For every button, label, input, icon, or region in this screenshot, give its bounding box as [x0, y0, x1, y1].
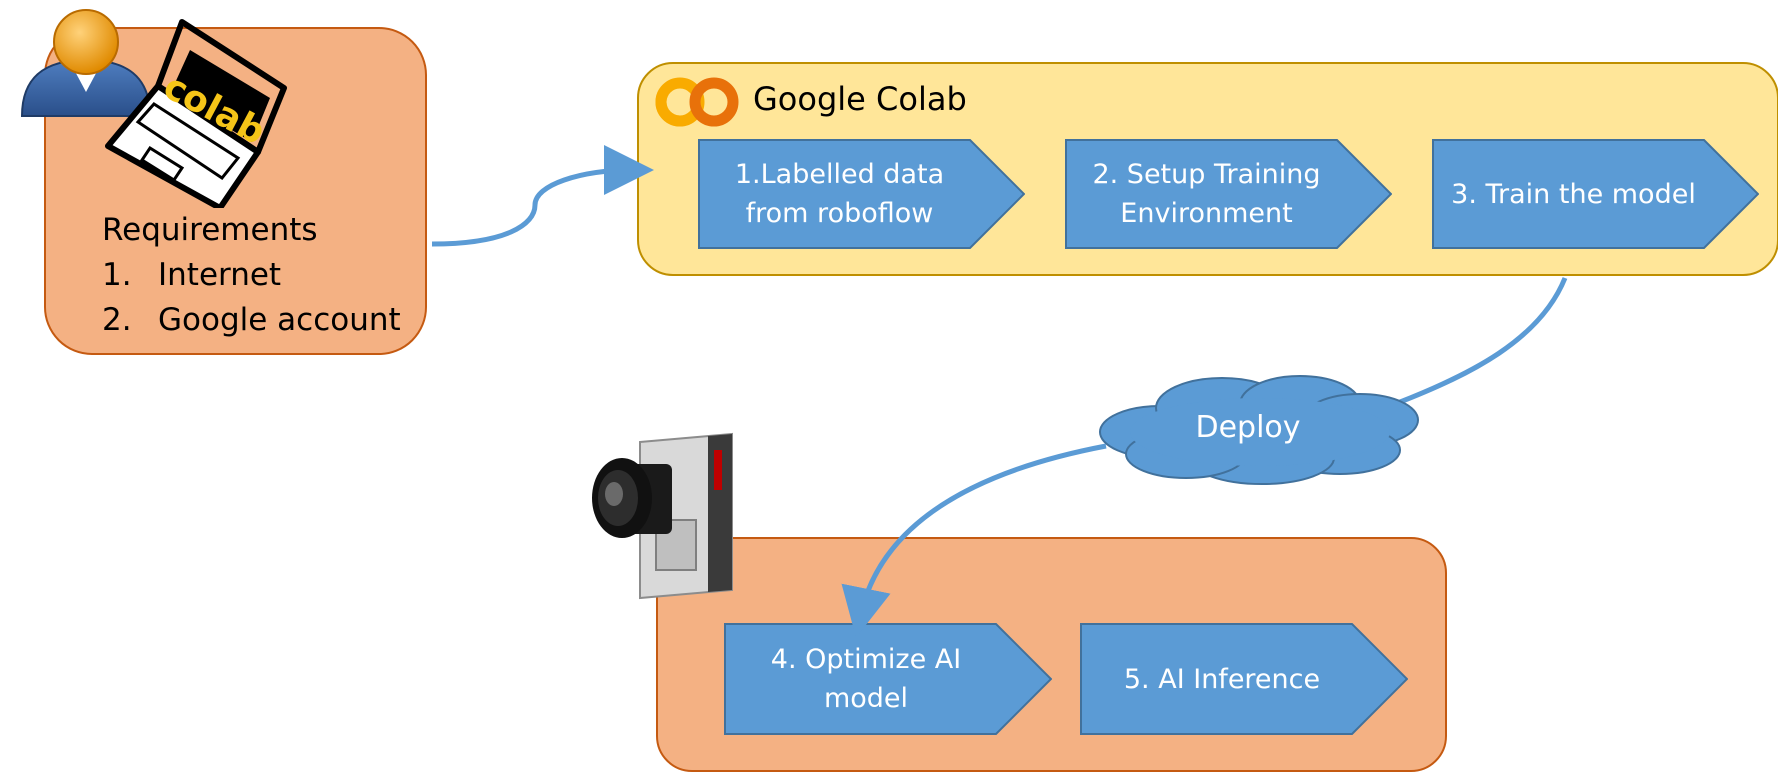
connector-colab-to-deploy: [1394, 277, 1568, 407]
cloud-icon: [1099, 375, 1419, 485]
step-label-line: from roboflow: [745, 198, 934, 229]
colab-logo-icon: [655, 77, 739, 127]
step-label-line: 4. Optimize AI: [770, 644, 962, 675]
step-label: 4. Optimize AI model: [771, 640, 1005, 718]
cloud-label: Deploy: [1195, 410, 1301, 445]
requirement-text: Internet: [158, 257, 282, 293]
step-labelled-data: 1.Labelled data from roboflow: [698, 139, 1025, 249]
step-label: 3. Train the model: [1451, 175, 1740, 214]
requirement-number: 2.: [102, 302, 132, 338]
step-label-line: 1.Labelled data: [734, 159, 945, 190]
requirements-list: Requirements 1. Internet 2. Google accou…: [102, 208, 401, 343]
step-label-line: 5. AI Inference: [1123, 663, 1321, 695]
requirement-text: Google account: [158, 302, 401, 338]
requirement-item: 1. Internet: [102, 253, 401, 298]
step-shape: [1432, 139, 1759, 249]
step-shape: [698, 139, 1025, 249]
camera-device-icon: [592, 432, 733, 600]
requirement-number: 1.: [102, 257, 132, 293]
requirements-heading: Requirements: [102, 212, 318, 248]
step-shape: [1080, 623, 1408, 735]
step-label-line: Environment: [1120, 198, 1293, 229]
user-icon: [20, 9, 148, 117]
step-setup-environment: 2. Setup Training Environment: [1065, 139, 1392, 249]
step-shape: [1065, 139, 1392, 249]
step-ai-inference: 5. AI Inference: [1080, 623, 1408, 735]
step-train-model: 3. Train the model: [1432, 139, 1759, 249]
step-optimize-model: 4. Optimize AI model: [724, 623, 1052, 735]
step-label: 2. Setup Training Environment: [1092, 155, 1364, 233]
step-label-line: 2. Setup Training: [1092, 159, 1321, 190]
step-label: 5. AI Inference: [1124, 660, 1364, 699]
colab-group-title: Google Colab: [753, 80, 967, 118]
laptop-icon: [105, 19, 287, 208]
connector-deploy-to-edge: [841, 443, 1107, 638]
requirement-item: 2. Google account: [102, 298, 401, 343]
step-label: 1.Labelled data from roboflow: [735, 155, 988, 233]
step-label-line: 3. Train the model: [1451, 178, 1696, 210]
step-shape: [724, 623, 1052, 735]
connector-requirements-to-colab: [431, 145, 654, 247]
step-label-line: model: [823, 683, 909, 714]
